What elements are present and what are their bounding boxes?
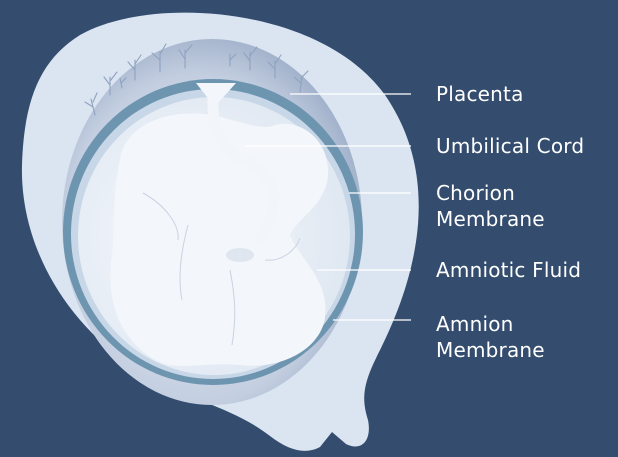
label-placenta: Placenta [436,81,524,107]
label-amniotic-fluid: Amniotic Fluid [436,257,581,283]
label-chorion-membrane: Chorion Membrane [436,180,545,232]
label-umbilical-cord: Umbilical Cord [436,133,584,159]
label-amnion-membrane: Amnion Membrane [436,311,545,363]
